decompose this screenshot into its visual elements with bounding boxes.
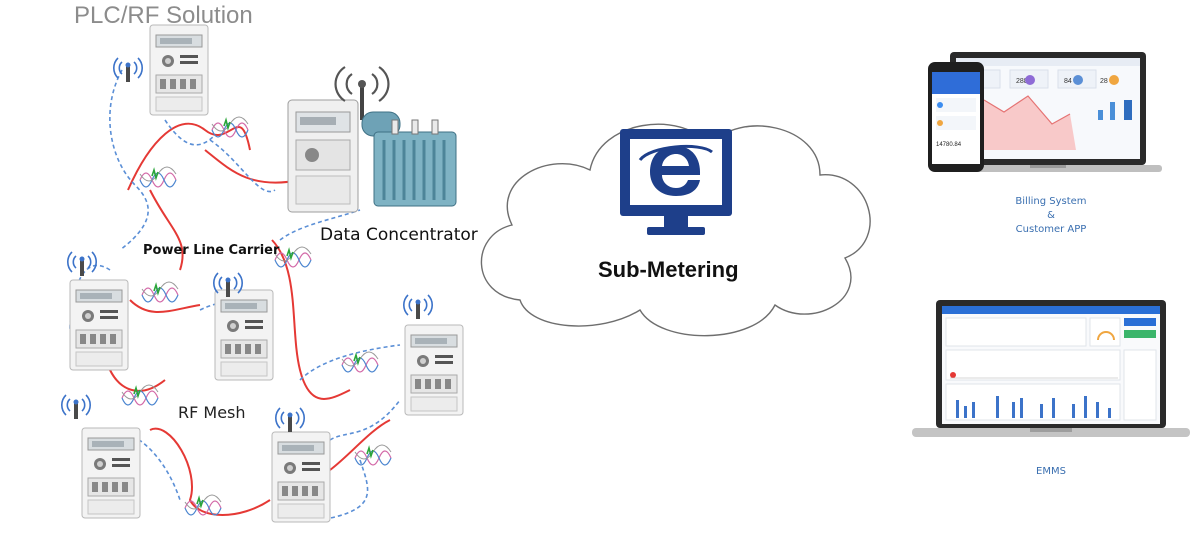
emms-laptop-icon [912,300,1190,437]
signal-wave-icon [141,281,179,303]
antenna-icon [334,66,390,102]
antenna-icon [402,294,434,320]
billing-system-label: Billing System [1015,196,1087,207]
data-concentrator-label: Data Concentrator [320,225,478,245]
stat-value: 84 [1064,78,1072,85]
electric-meter-icon [69,279,129,371]
data-concentrator-icon [287,66,390,213]
electric-meter-icon [81,427,141,519]
plc-lines [109,122,391,516]
sub-metering-label: Sub-Metering [598,257,739,282]
rf-mesh-label: RF Mesh [178,403,246,422]
page-title: PLC/RF Solution [74,2,253,29]
mobile-phone-icon: 14780.84 [928,62,984,172]
customer-app-label: Customer APP [1015,224,1087,235]
signal-wave-icon [139,166,177,188]
monitor-browser-icon [620,129,732,235]
power-line-carrier-label: Power Line Carrier [143,243,280,258]
billing-ampersand-label: & [1047,210,1055,221]
electric-meter-icon [149,24,209,116]
left-network [60,24,464,523]
electric-meter-icon [271,431,331,523]
electric-meter-icon [214,289,274,381]
stat-value: 288 [1016,78,1028,85]
stat-value: 28 [1100,78,1108,85]
meter-reading: 14780.84 [936,142,962,148]
antenna-icon [274,407,306,433]
emms-label: EMMS [1036,466,1066,477]
electric-meter-icon [404,324,464,416]
transformer-icon [361,111,457,207]
antenna-icon [60,394,92,420]
antenna-icon [66,251,98,277]
signal-wave-icon [341,351,379,373]
